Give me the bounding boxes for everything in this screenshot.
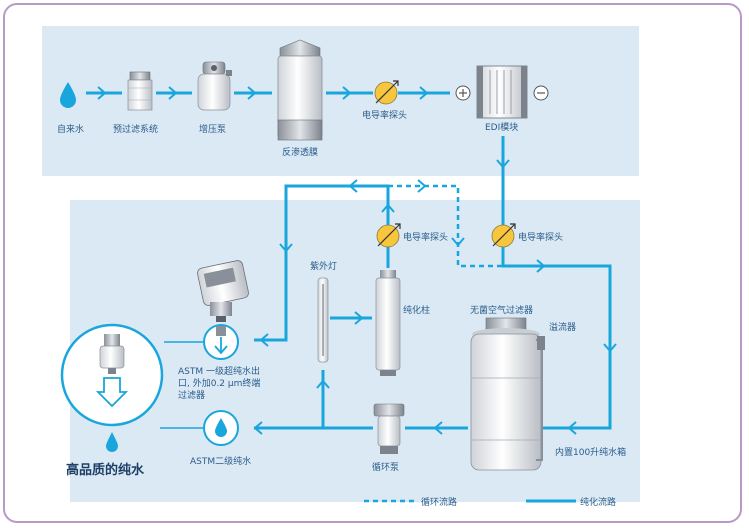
prefilter-label: 预过滤系统 (113, 123, 158, 135)
polishing-column-icon (375, 270, 401, 376)
tank-label: 内置100升纯水箱 (555, 446, 626, 458)
edi-module-label: EDI模块 (485, 121, 518, 133)
astm1-outlet-icon (203, 324, 239, 360)
prefilter-icon (127, 71, 153, 111)
astm1-label-line3: 过滤器 (178, 389, 205, 401)
conductivity-probe-icon (374, 80, 399, 105)
edi-module-icon (476, 65, 528, 119)
conductivity-probe-label: 电导率探头 (362, 109, 407, 121)
high-quality-label: 高品质的纯水 (66, 462, 145, 478)
circulation-dashed-line (388, 184, 503, 268)
astm1-label-line2: 口, 外加0.2 μm终端 (178, 377, 260, 389)
purification-flow-line (501, 247, 612, 430)
ro-membrane-icon (277, 39, 323, 141)
astm1-label-line1: ASTM 一级超纯水出 (178, 365, 260, 377)
minus-icon (533, 85, 549, 101)
output-drop-icon (106, 432, 118, 452)
water-drop-icon (60, 82, 76, 108)
overflow-pipe-icon (536, 336, 545, 461)
overflow-label: 溢流器 (549, 321, 576, 333)
bottom-panel (70, 200, 640, 502)
uv-lamp-label: 紫外灯 (310, 260, 337, 272)
circulation-pump-icon (373, 403, 405, 454)
high-quality-outlet-icon (60, 323, 164, 427)
uv-lamp-icon (317, 277, 329, 363)
conductivity-probe-right-icon (491, 223, 516, 248)
circulation-pump-label: 循环泵 (372, 461, 399, 473)
conductivity-probe-right-label: 电导率探头 (518, 231, 563, 243)
conductivity-probe-left-label: 电导率探头 (403, 231, 448, 243)
legend-purification-label: 纯化流路 (580, 496, 616, 508)
ro-membrane-label: 反渗透膜 (282, 146, 318, 158)
booster-pump-label: 增压泵 (199, 123, 226, 135)
legend-circulation-label: 循环流路 (421, 496, 457, 508)
dispenser-icon (197, 260, 249, 322)
astm2-outlet-icon (203, 410, 239, 446)
water-tank-icon (470, 317, 542, 471)
booster-pump-icon (197, 61, 232, 111)
astm2-label: ASTM二级纯水 (190, 455, 251, 467)
tap-water-label: 自来水 (57, 123, 84, 135)
polishing-column-label: 纯化柱 (403, 304, 430, 316)
plus-icon (455, 85, 471, 101)
air-filter-label: 无菌空气过滤器 (470, 304, 533, 316)
